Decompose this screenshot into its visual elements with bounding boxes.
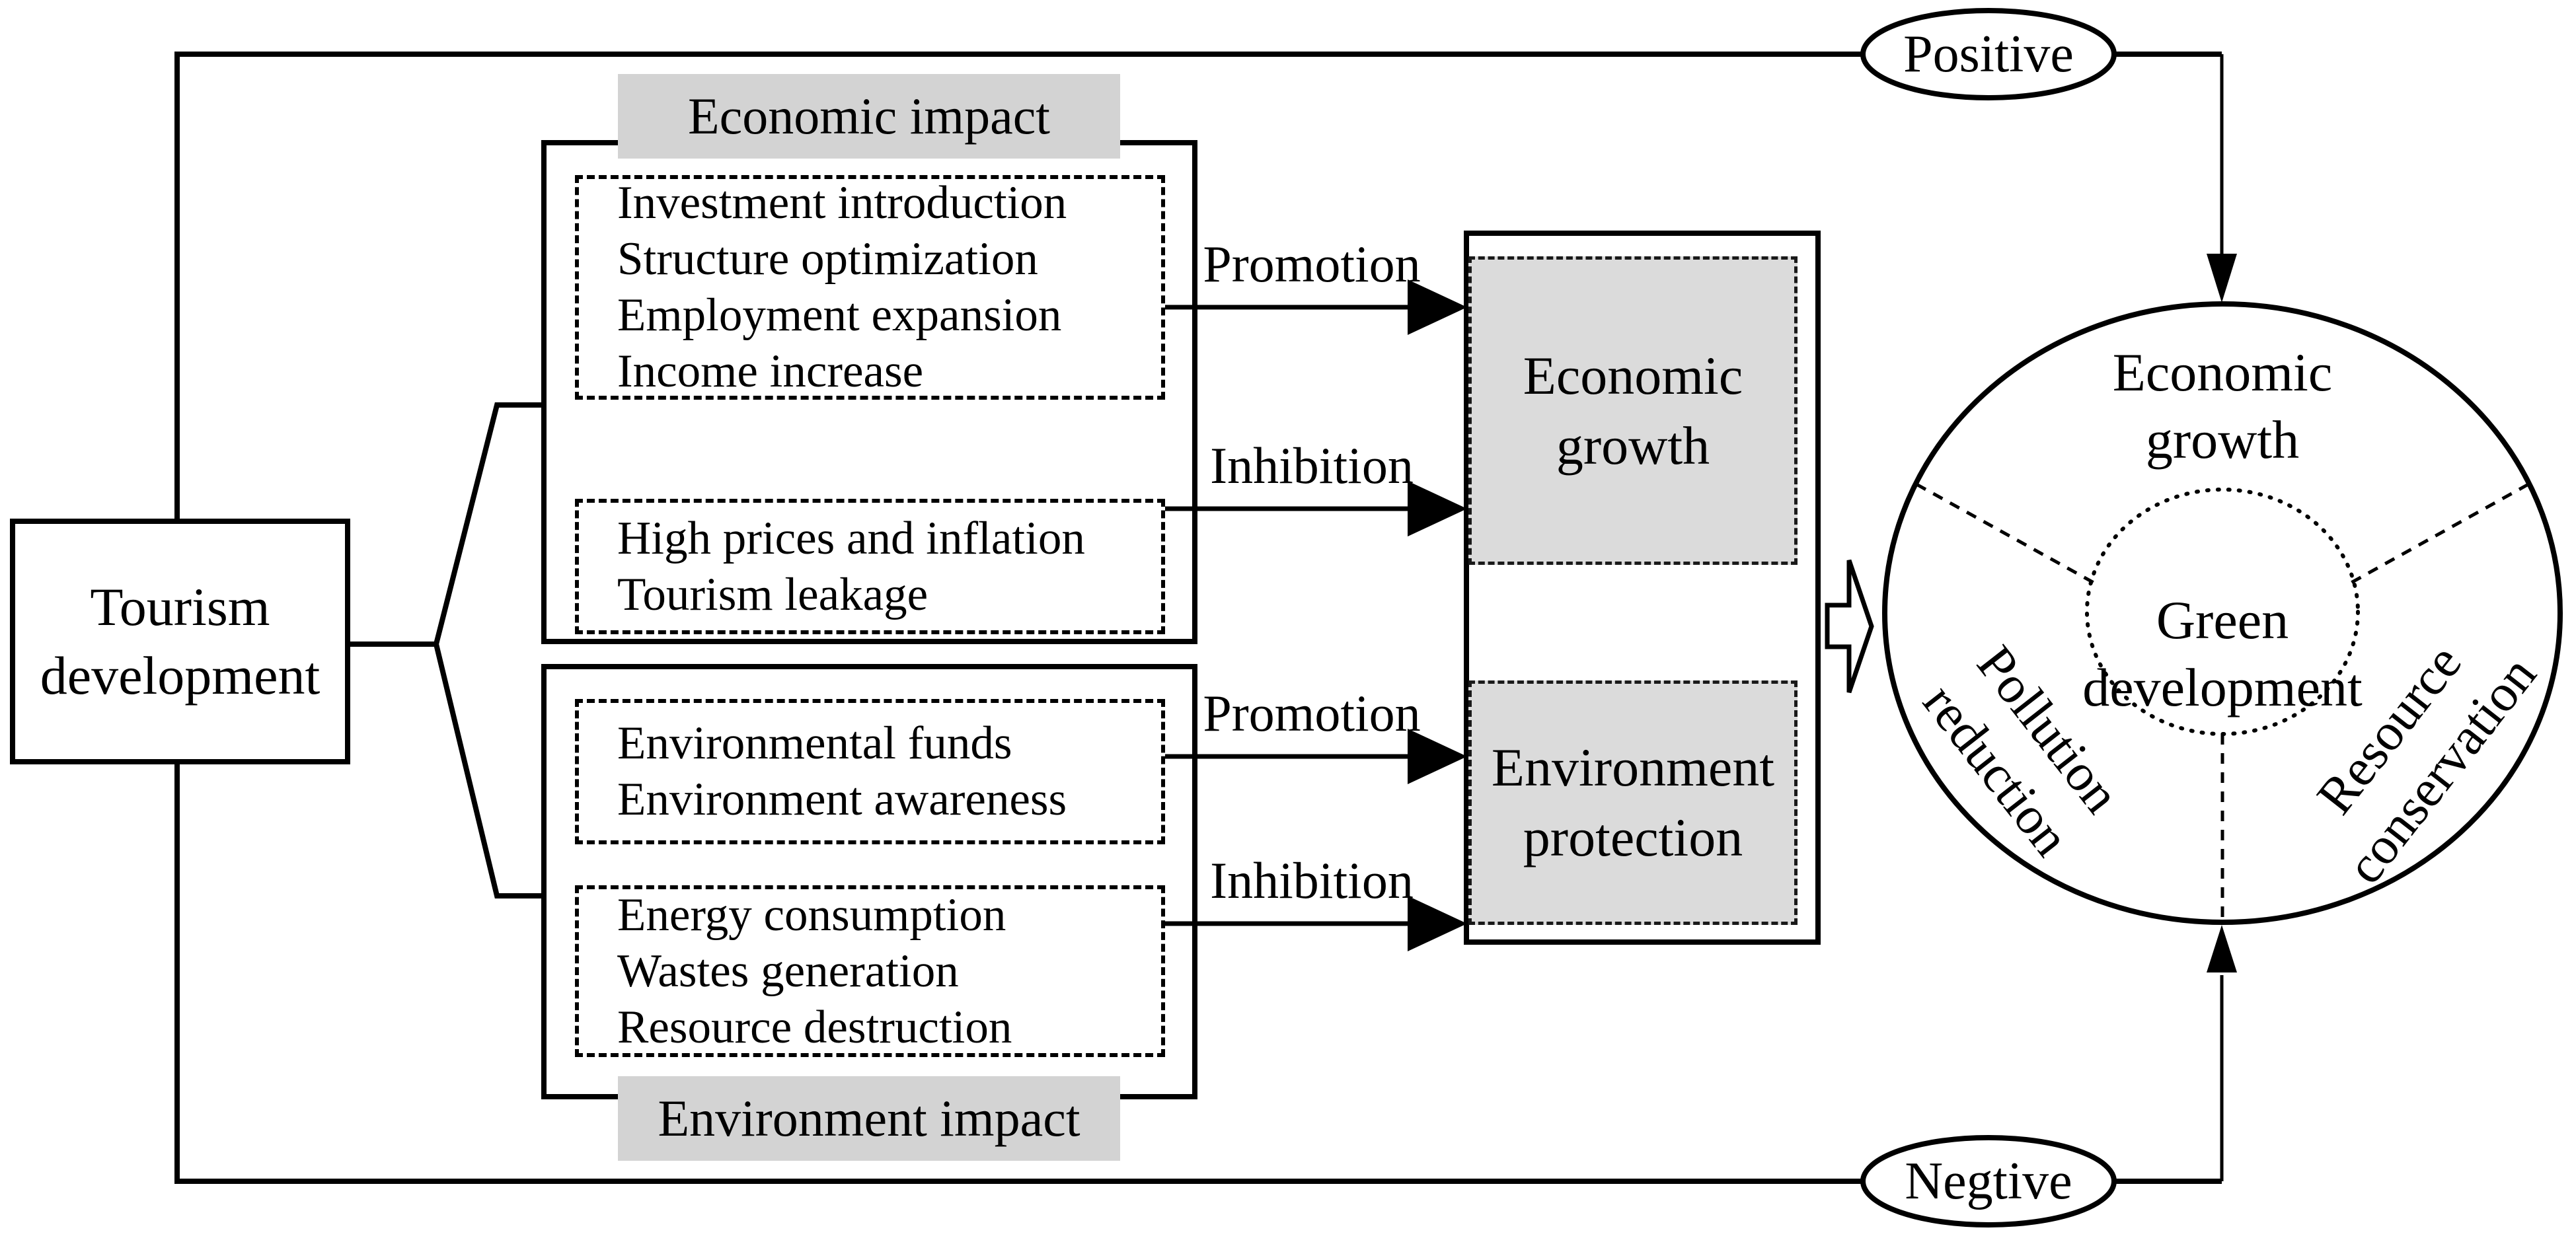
arrowhead-up-icon [2207,925,2237,972]
environment-positive-factors-box: Environmental funds Environment awarenes… [575,699,1165,844]
circle-top-line1: Economic [2112,342,2333,402]
environment-protection-box: Environment protection [1468,680,1798,925]
economic-growth-line2: growth [1556,415,1710,476]
factor-item: Energy consumption [617,889,1006,941]
tourism-development-line1: Tourism [90,577,270,637]
tourism-development-line2: development [40,645,321,706]
environment-inhibition-label: Inhibition [1210,852,1414,909]
circle-center-line2: development [2082,657,2363,717]
factor-item: Tourism leakage [617,568,928,620]
environment-negative-factors-box: Energy consumption Wastes generation Res… [575,885,1165,1057]
economic-growth-line1: Economic [1523,345,1743,406]
factor-item: Resource destruction [617,1001,1012,1053]
environment-promotion-label: Promotion [1203,684,1421,742]
economic-growth-box: Economic growth [1468,256,1798,565]
factor-item: Investment introduction [617,177,1067,229]
factor-item: Environmental funds [617,717,1012,769]
factor-item: Employment expansion [617,289,1062,341]
tourism-development-box: Tourism development [10,519,350,764]
positive-feedback-ellipse [1860,8,2117,100]
factor-item: Structure optimization [617,233,1038,285]
economic-promotion-label: Promotion [1203,235,1421,293]
circle-top-line2: growth [2145,410,2300,470]
economic-impact-label: Economic impact [618,74,1120,159]
outcomes-group-box [1464,231,1821,945]
negative-feedback-label: Negtive [1905,1152,2072,1210]
green-development-circle-outline [1882,301,2563,925]
positive-feedback-line [174,52,2222,519]
positive-feedback-label: Positive [1903,24,2074,83]
fork-upper-branch-line [434,402,543,645]
environment-protection-line2: protection [1523,807,1743,867]
environment-promotion-arrowhead-icon [1408,729,1467,784]
environment-protection-line1: Environment [1491,737,1775,797]
environment-impact-label: Environment impact [618,1076,1120,1161]
factor-item: High prices and inflation [617,512,1085,564]
environment-inhibition-arrowhead-icon [1408,896,1467,951]
negative-feedback-ellipse [1860,1135,2117,1228]
fork-lower-branch-line [434,643,543,898]
sector-divider-left-line [1915,482,2098,586]
negative-feedback-line [174,764,2222,1184]
circle-top-sector-label: Economic growth [2057,334,2388,479]
circle-center-line1: Green [2156,590,2289,650]
factor-item: Wastes generation [617,945,959,997]
economic-inhibition-arrowhead-icon [1408,481,1467,536]
circle-center-label: Green development [2024,585,2421,723]
arrowhead-down-icon [2207,254,2237,303]
economic-negative-factors-box: High prices and inflation Tourism leakag… [575,499,1165,634]
sector-divider-right-line [2347,482,2530,586]
factor-item: Environment awareness [617,774,1067,825]
economic-promotion-arrowhead-icon [1408,279,1467,335]
economic-positive-factors-box: Investment introduction Structure optimi… [575,175,1165,400]
block-arrow-right-icon [1825,559,1874,694]
economic-inhibition-label: Inhibition [1210,437,1414,494]
factor-item: Income increase [617,346,924,397]
